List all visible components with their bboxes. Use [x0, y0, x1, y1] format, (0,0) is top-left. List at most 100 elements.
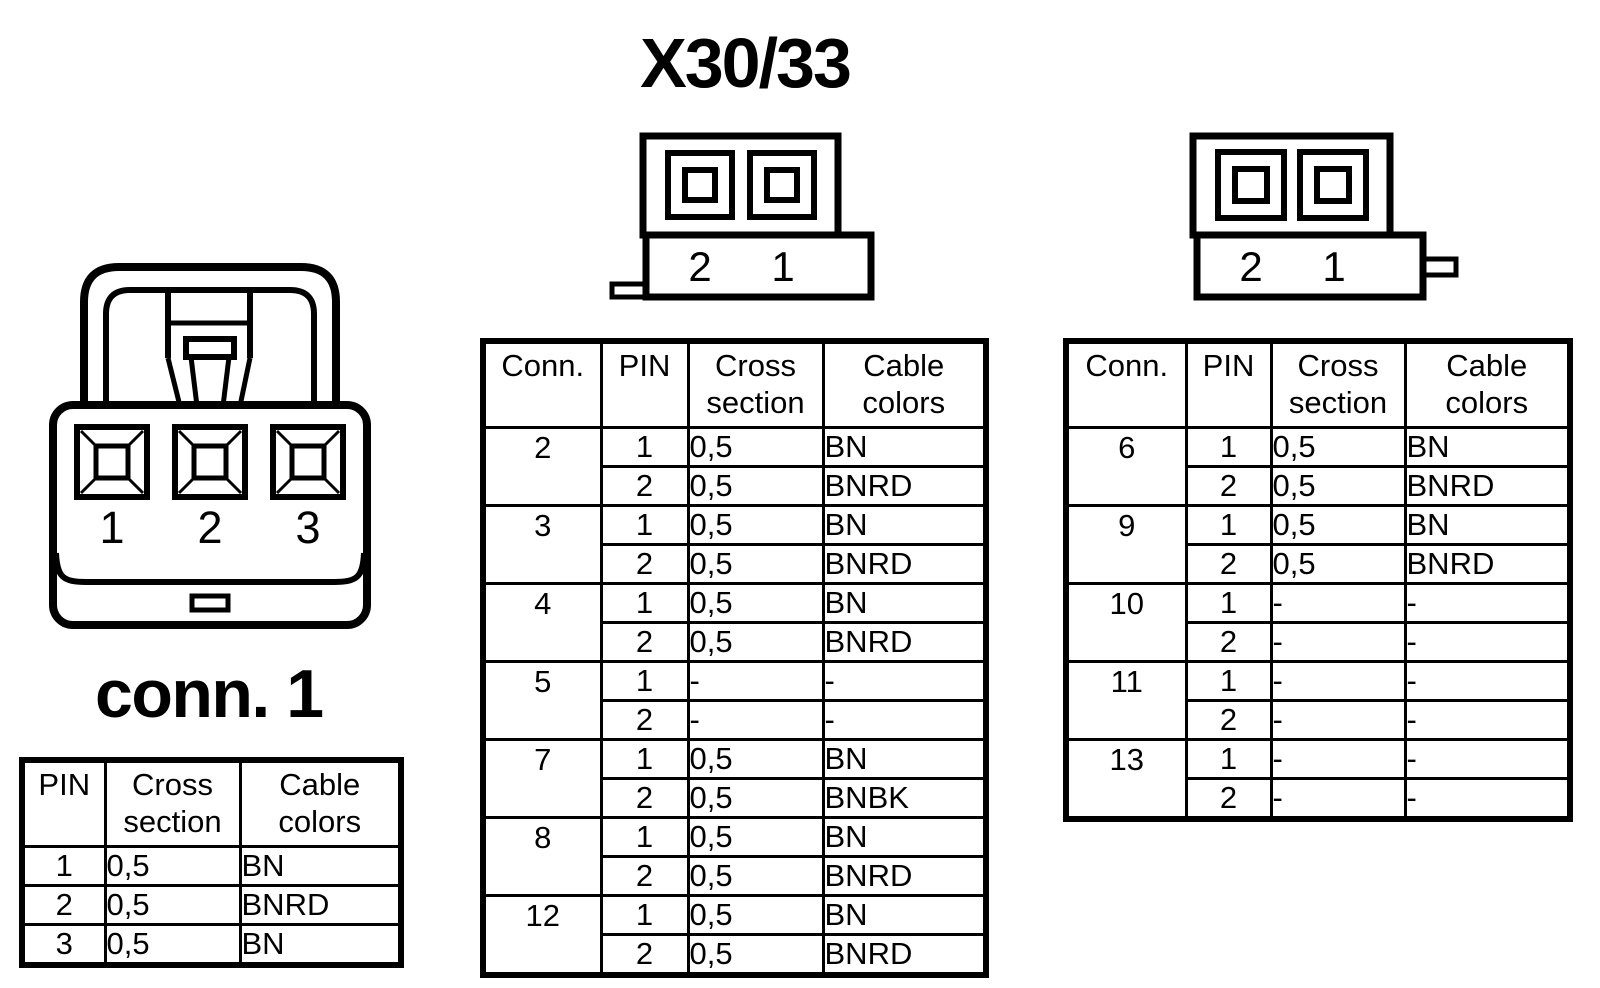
- pin-cell: 1: [1184, 659, 1273, 702]
- latch-icon: [80, 263, 340, 409]
- conn-number-cell: 11: [1064, 659, 1188, 741]
- pin-cell: 1: [599, 425, 690, 468]
- conn-number-cell: 5: [481, 659, 603, 741]
- cross-section-cell: 0,5: [103, 844, 242, 887]
- cable-colors-cell: BN: [821, 503, 988, 546]
- header-row: Conn. PIN Cross section Cable colors: [1064, 339, 1572, 429]
- conn-number-cell: 10: [1064, 581, 1188, 663]
- table-row: 2--: [1066, 776, 1572, 820]
- pin-cell: 1: [1184, 503, 1273, 546]
- cross-section-cell: 0,5: [686, 464, 825, 507]
- pin-cell: 2: [599, 776, 690, 819]
- pin-cell: 1: [599, 581, 690, 624]
- cross-section-cell: 0,5: [686, 542, 825, 585]
- table-row: 2--: [1066, 698, 1572, 741]
- cable-colors-cell: -: [1403, 698, 1572, 741]
- conn-number-cell: 8: [481, 815, 603, 897]
- cable-colors-cell: -: [1403, 620, 1572, 663]
- cross-section-cell: 0,5: [686, 932, 825, 976]
- cross-section-cell: 0,5: [686, 737, 825, 780]
- cable-colors-cell: -: [1403, 581, 1572, 624]
- pin-cell: 3: [20, 922, 107, 966]
- cross-section-cell: 0,5: [1269, 425, 1407, 468]
- col-header-cable-colors: Cable colors: [821, 339, 988, 429]
- conn-number-cell: 4: [481, 581, 603, 663]
- left-mount-tab: [609, 281, 649, 300]
- cross-section-cell: 0,5: [1269, 542, 1407, 585]
- cable-colors-cell: BN: [238, 844, 403, 887]
- cable-colors-cell: BN: [238, 922, 403, 966]
- cross-section-cell: 0,5: [686, 893, 825, 936]
- cable-colors-cell: BN: [1403, 425, 1572, 468]
- cross-section-cell: 0,5: [103, 922, 242, 966]
- cross-section-cell: 0,5: [686, 776, 825, 819]
- pin-cell: 1: [1184, 581, 1273, 624]
- cross-section-cell: 0,5: [1269, 503, 1407, 546]
- cable-colors-cell: BNRD: [821, 854, 988, 897]
- cross-section-cell: -: [686, 698, 825, 741]
- cable-colors-cell: BNRD: [821, 620, 988, 663]
- cross-section-cell: -: [1269, 659, 1407, 702]
- cross-section-cell: -: [1269, 776, 1407, 820]
- pin-socket-2: [665, 150, 735, 220]
- cable-colors-cell: BNRD: [821, 464, 988, 507]
- cross-section-cell: -: [1269, 581, 1407, 624]
- col-header-conn: Conn.: [481, 339, 603, 429]
- cross-section-cell: 0,5: [686, 425, 825, 468]
- cross-section-cell: 0,5: [686, 620, 825, 663]
- cross-section-cell: -: [1269, 737, 1407, 780]
- cross-section-cell: 0,5: [1269, 464, 1407, 507]
- page-title: X30/33: [640, 24, 852, 102]
- pin-cell: 1: [599, 737, 690, 780]
- pin-socket-1: [747, 150, 817, 220]
- right-mount-tab: [1420, 256, 1459, 278]
- cable-colors-cell: -: [821, 698, 988, 741]
- pin-label-2: 2: [1239, 243, 1262, 290]
- pin-label-2: 2: [197, 502, 222, 553]
- cross-section-cell: -: [1269, 620, 1407, 663]
- header-row: Conn. PIN Cross section Cable colors: [481, 339, 988, 429]
- col-header-cross-section: Cross section: [103, 758, 242, 848]
- pin-label-1: 1: [1322, 243, 1345, 290]
- pin-cell: 2: [20, 883, 107, 926]
- pin-cell: 2: [599, 542, 690, 585]
- pin-cell: 1: [1184, 737, 1273, 780]
- col-header-cable-colors: Cable colors: [1403, 339, 1572, 429]
- cable-colors-cell: BN: [1403, 503, 1572, 546]
- cable-colors-cell: BNRD: [238, 883, 403, 926]
- cable-colors-cell: -: [821, 659, 988, 702]
- pin-cell: 2: [599, 854, 690, 897]
- cable-colors-cell: BNRD: [821, 542, 988, 585]
- pin-label-1: 1: [99, 502, 124, 553]
- cross-section-cell: 0,5: [686, 581, 825, 624]
- pin-cell: 1: [599, 503, 690, 546]
- pin-socket-2: [172, 424, 248, 500]
- pin-cell: 2: [599, 932, 690, 976]
- header-row: PIN Cross section Cable colors: [20, 758, 403, 848]
- pin-cell: 2: [599, 698, 690, 741]
- conn-number-cell: 7: [481, 737, 603, 819]
- pin-cell: 2: [1184, 542, 1273, 585]
- cable-colors-cell: -: [1403, 776, 1572, 820]
- pin-cell: 2: [1184, 620, 1273, 663]
- conn-number-cell: 9: [1064, 503, 1188, 585]
- conn-number-cell: 3: [481, 503, 603, 585]
- middle-connector-drawing: 2 1: [609, 132, 875, 301]
- conn1-connector-drawing: 1 2 3: [49, 263, 371, 629]
